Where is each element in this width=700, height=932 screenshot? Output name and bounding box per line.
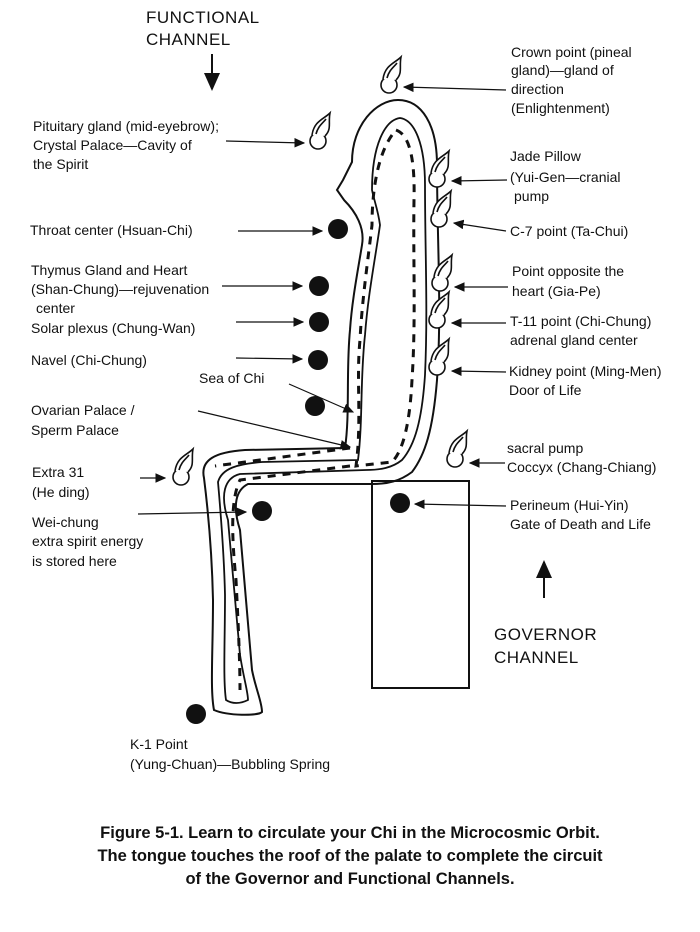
crown-label-2: gland)—gland of xyxy=(511,62,614,78)
thymus-point xyxy=(309,276,329,296)
coccyx-flame-icon xyxy=(446,428,469,468)
governor-heading-line1: GOVERNOR xyxy=(494,625,597,644)
kidney-flame-icon xyxy=(428,336,451,376)
throat-label: Throat center (Hsuan-Chi) xyxy=(30,222,193,238)
ovarian-label-2: Sperm Palace xyxy=(31,422,119,438)
thymus-label-3: center xyxy=(36,300,75,316)
weichung-label-1: Wei-chung xyxy=(32,514,99,530)
jade-label-1: Jade Pillow xyxy=(510,148,582,164)
t11-flame-icon xyxy=(428,289,451,329)
solar-plexus-point xyxy=(309,312,329,332)
c7-flame-icon xyxy=(430,188,453,228)
microcosmic-orbit-diagram: FUNCTIONAL CHANNEL GOVERNOR CHANNEL xyxy=(30,8,662,772)
jade-label-3: pump xyxy=(514,188,549,204)
perineum-point xyxy=(390,493,410,513)
c7-leader xyxy=(452,219,507,232)
kidney-leader xyxy=(450,366,507,376)
weichung-label-3: is stored here xyxy=(32,553,117,569)
k1-point xyxy=(186,704,206,724)
perineum-leader xyxy=(413,499,507,510)
caption-line-1: Figure 5-1. Learn to circulate your Chi … xyxy=(100,824,600,842)
orbit-dashed-path xyxy=(354,128,416,468)
crown-label-4: (Enlightenment) xyxy=(511,100,610,116)
t11-label-2: adrenal gland center xyxy=(510,332,638,348)
k1-label-2: (Yung-Chuan)—Bubbling Spring xyxy=(130,756,330,772)
kidney-label-2: Door of Life xyxy=(509,382,582,398)
leg-dashed-path xyxy=(231,464,351,691)
perineum-label-1: Perineum (Hui-Yin) xyxy=(510,497,629,513)
caption-line-3: of the Governor and Functional Channels. xyxy=(185,870,515,888)
crown-label-3: direction xyxy=(511,81,564,97)
navel-leader xyxy=(235,354,304,364)
wei-chung-point xyxy=(252,501,272,521)
governor-heading-line2: CHANNEL xyxy=(494,648,579,667)
pituitary-label-3: the Spirit xyxy=(33,156,88,172)
leader-lines xyxy=(137,82,508,517)
crown-flame-icon xyxy=(380,54,403,94)
crown-label-1: Crown point (pineal xyxy=(511,44,632,60)
thymus-label-1: Thymus Gland and Heart xyxy=(31,262,188,278)
opposite-label-1: Point opposite the xyxy=(512,263,624,279)
thymus-label-2: (Shan-Chung)—rejuvenation xyxy=(31,281,209,297)
body-outline xyxy=(202,98,441,716)
pituitary-label-2: Crystal Palace—Cavity of xyxy=(33,137,192,153)
sea-leader xyxy=(288,383,355,413)
sea-label: Sea of Chi xyxy=(199,370,264,386)
t11-label-1: T-11 point (Chi-Chung) xyxy=(510,313,651,329)
navel-label: Navel (Chi-Chung) xyxy=(31,352,147,368)
crown-leader xyxy=(402,82,507,93)
labels: Crown point (pineal gland)—gland of dire… xyxy=(30,44,662,772)
ovarian-leader xyxy=(197,410,352,450)
solar-label: Solar plexus (Chung-Wan) xyxy=(31,320,195,336)
ovarian-palace-point xyxy=(305,396,325,416)
perineum-label-2: Gate of Death and Life xyxy=(510,516,651,532)
jade-label-2: (Yui-Gen—cranial xyxy=(510,169,621,185)
jade-leader xyxy=(450,176,508,186)
figure-caption: Figure 5-1. Learn to circulate your Chi … xyxy=(0,822,700,891)
sacral-label-2: Coccyx (Chang-Chiang) xyxy=(507,459,656,475)
weichung-leader xyxy=(137,507,248,517)
sacral-label-1: sacral pump xyxy=(507,440,583,456)
bench xyxy=(371,480,470,689)
extra31-flame-icon xyxy=(172,446,195,486)
pituitary-leader xyxy=(225,137,306,148)
extra31-label-1: Extra 31 xyxy=(32,464,84,480)
pituitary-flame-icon xyxy=(309,110,332,150)
ovarian-label-1: Ovarian Palace / xyxy=(31,402,135,418)
functional-heading-line2: CHANNEL xyxy=(146,30,231,49)
kidney-label-1: Kidney point (Ming-Men) xyxy=(509,363,662,379)
jade-pillow-flame-icon xyxy=(428,148,451,188)
functional-heading-line1: FUNCTIONAL xyxy=(146,8,260,27)
pituitary-label-1: Pituitary gland (mid-eyebrow); xyxy=(33,118,219,134)
caption-line-2: The tongue touches the roof of the palat… xyxy=(97,847,603,865)
weichung-label-2: extra spirit energy xyxy=(32,533,143,549)
c7-label: C-7 point (Ta-Chui) xyxy=(510,223,628,239)
extra31-label-2: (He ding) xyxy=(32,484,90,500)
opposite-heart-flame-icon xyxy=(431,252,454,292)
body-inner-outline xyxy=(217,117,428,704)
opposite-label-2: heart (Gia-Pe) xyxy=(512,283,601,299)
k1-label-1: K-1 Point xyxy=(130,736,188,752)
front-dashed-path xyxy=(214,446,351,468)
flame-markers xyxy=(172,54,469,486)
throat-point xyxy=(328,219,348,239)
navel-point xyxy=(308,350,328,370)
